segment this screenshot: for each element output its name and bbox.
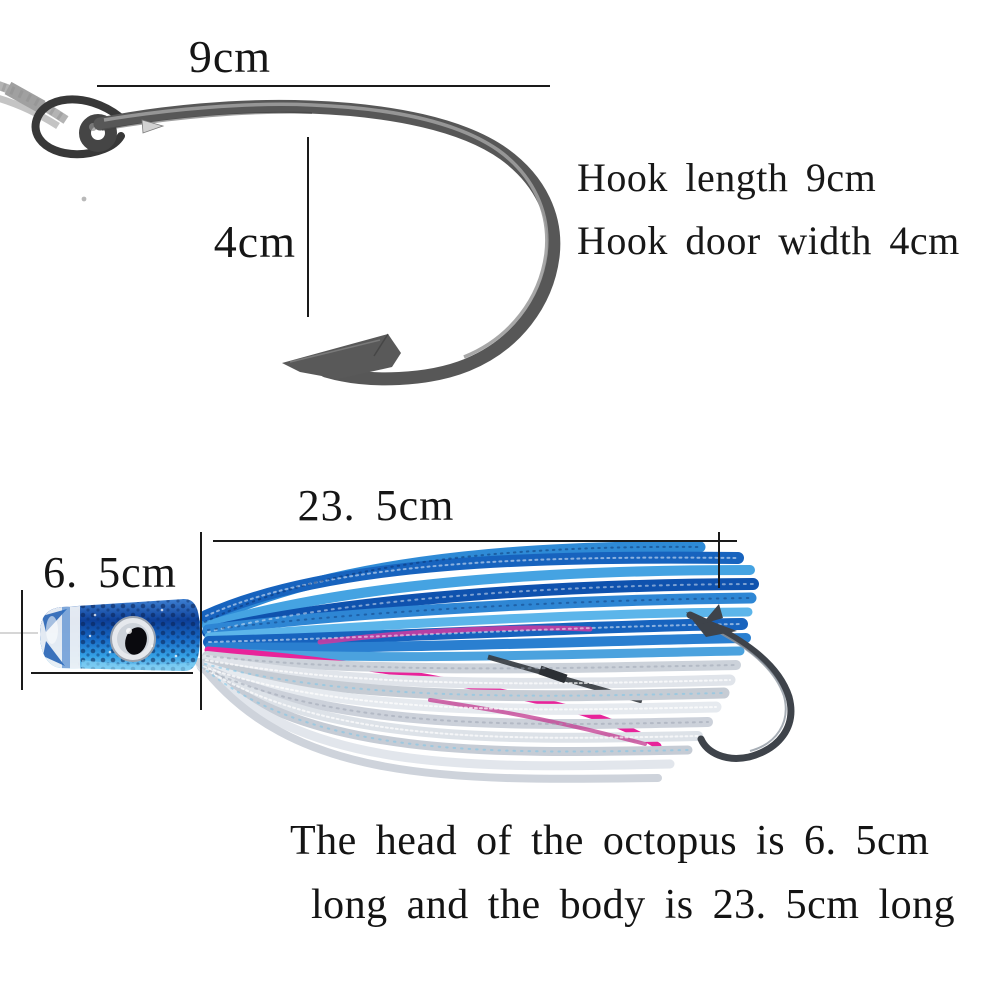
head-length-tick	[21, 590, 23, 690]
lure-image	[0, 541, 795, 783]
body-length-line	[213, 540, 737, 542]
hook-length-label: 9cm	[188, 31, 272, 82]
head-sparkles	[88, 608, 178, 658]
skirt-hook-point	[686, 612, 737, 637]
hook-image	[0, 81, 561, 386]
lure-eye	[110, 616, 156, 662]
skirt-hook-barb	[702, 604, 723, 624]
lure-head	[40, 599, 200, 671]
head-length-label: 6. 5cm	[43, 548, 177, 597]
lure-caption-line1: The head of the octopus is 6. 5cm	[290, 818, 930, 864]
hook-wire	[93, 99, 561, 386]
hook-note-line1: Hook length 9cm	[577, 155, 877, 200]
hook-gap-line	[307, 137, 309, 317]
leader-cable	[0, 81, 69, 129]
hook-gap-label: 4cm	[213, 216, 296, 267]
lure-caption-line2: long and the body is 23. 5cm long	[311, 882, 956, 928]
dust-speck	[81, 196, 87, 202]
hook-point	[282, 333, 401, 379]
body-length-label: 23. 5cm	[297, 481, 455, 530]
skirt-hook	[686, 604, 795, 762]
body-length-right-tick	[718, 532, 720, 588]
skirt-glitter	[200, 545, 754, 753]
hook-length-line	[97, 85, 550, 87]
hook-forged-flat	[141, 119, 165, 134]
head-length-line	[31, 672, 193, 674]
hook-note-line2: Hook door width 4cm	[577, 218, 960, 263]
body-length-left-tick	[200, 532, 202, 710]
